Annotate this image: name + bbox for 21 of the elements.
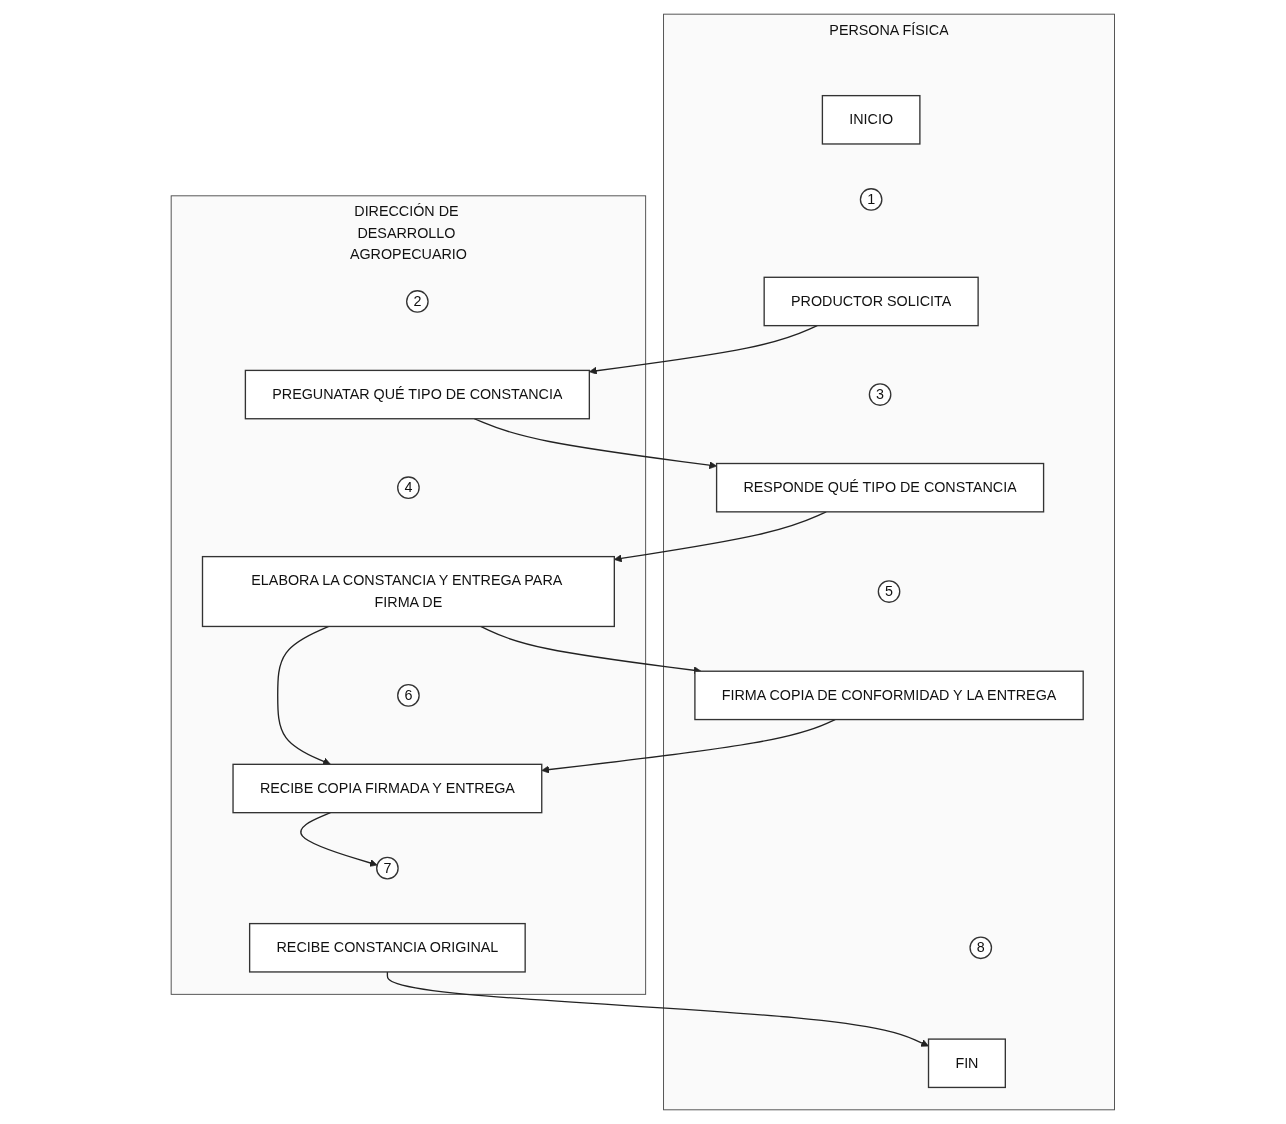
- node-circle: 8: [969, 936, 993, 960]
- node-box: FIN: [928, 1038, 1007, 1089]
- node-box: INICIO: [821, 94, 921, 145]
- node-box: RESPONDE QUÉ TIPO DE CONSTANCIA: [716, 462, 1045, 513]
- node-circle: 6: [397, 684, 420, 707]
- node-circle: 3: [868, 383, 892, 406]
- node-circle: 1: [859, 188, 883, 211]
- node-circle: 4: [397, 476, 420, 500]
- node-circle: 5: [877, 580, 901, 603]
- node-box: PRODUCTOR SOLICITA: [763, 276, 979, 327]
- node-box: FIRMA COPIA DE CONFORMIDAD Y LA ENTREGA: [694, 670, 1084, 721]
- node-box: PREGUNATAR QUÉ TIPO DE CONSTANCIA: [244, 369, 591, 420]
- node-box: RECIBE CONSTANCIA ORIGINAL: [249, 922, 526, 973]
- arrow: [589, 324, 819, 375]
- arrow: [277, 625, 331, 766]
- arrow: [541, 718, 836, 774]
- arrow: [300, 812, 378, 867]
- node-box: RECIBE COPIA FIRMADA Y ENTREGA: [232, 763, 543, 814]
- node-circle: 2: [406, 290, 429, 313]
- node-circle: 7: [376, 856, 399, 880]
- node-box: ELABORA LA CONSTANCIA Y ENTREGA PARA FIRMA DE: [202, 555, 616, 628]
